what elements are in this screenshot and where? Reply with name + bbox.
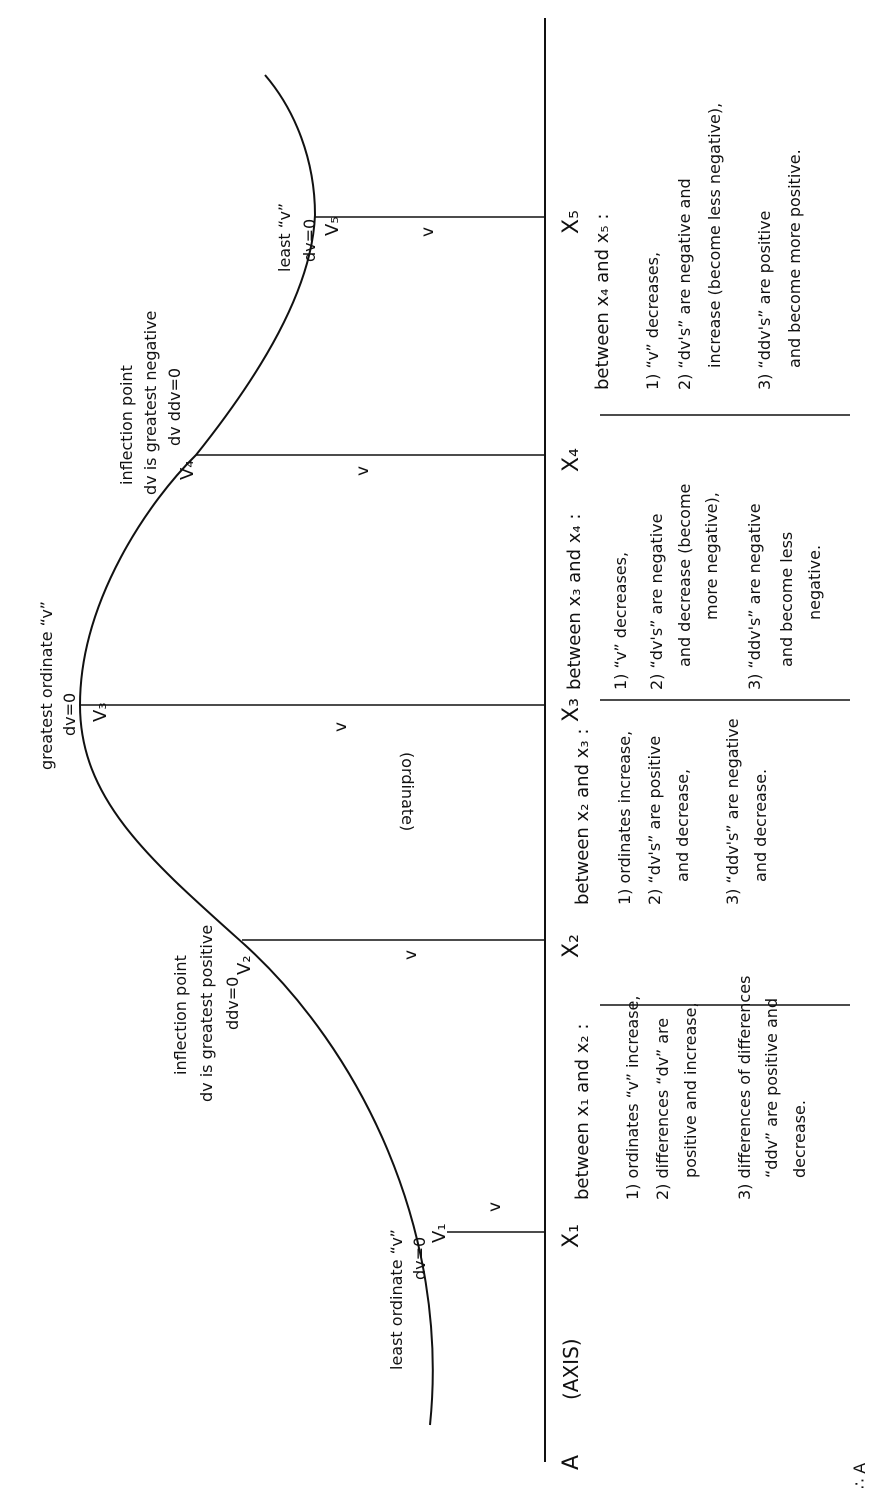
section-2-line-4: 3) “ddv's” are negative: [723, 718, 742, 905]
section-2-line-2: 2) “dv's” are positive: [645, 736, 664, 905]
v-point-5: V₅: [322, 216, 343, 236]
note-3-line-2: dv=0: [60, 693, 79, 736]
v-point-4: V₄: [177, 460, 198, 480]
note-2-line-2: dv is greatest positive: [197, 925, 216, 1102]
v-point-1: V₁: [429, 1223, 450, 1243]
section-x3-x4: between x₃ and x₄ : 1) “v” decreases, 2)…: [564, 484, 824, 690]
section-1-line-6: decrease.: [790, 1100, 809, 1178]
section-2-line-1: 1) ordinates increase,: [615, 731, 634, 905]
section-3-line-6: and become less: [777, 532, 796, 667]
note-inflection-negative: inflection point dv is greatest negative…: [117, 311, 184, 495]
footer-mark: ∴ A: [850, 1463, 869, 1489]
ordinate-note: (ordinate): [398, 752, 417, 831]
section-2-line-3: and decrease,: [673, 769, 692, 882]
section-3-heading: between x₃ and x₄ :: [564, 514, 585, 690]
section-1-heading: between x₁ and x₂ :: [572, 1024, 593, 1200]
ordinates: [80, 216, 545, 1233]
section-2-heading: between x₂ and x₃ :: [572, 729, 593, 905]
curve: [78, 74, 434, 1426]
section-1-line-1: 1) ordinates “v” increase,: [623, 996, 642, 1200]
note-least-ordinate: least ordinate “v” dv=0: [387, 1229, 429, 1370]
ordinate-v-3: v: [331, 722, 351, 732]
section-x2-x3: between x₂ and x₃ : 1) ordinates increas…: [572, 718, 770, 905]
x-label-5: X₅: [559, 210, 584, 234]
section-x1-x2: between x₁ and x₂ : 1) ordinates “v” inc…: [572, 976, 809, 1200]
note-5-line-1: least “v”: [275, 203, 294, 272]
section-4-line-2: 2) “dv's” are negative and: [675, 178, 694, 390]
section-1-line-4: 3) differences of differences: [735, 976, 754, 1200]
x-label-4: X₄: [559, 448, 584, 472]
section-3-line-3: and decrease (become: [675, 484, 694, 667]
section-3-line-1: 1) “v” decreases,: [611, 552, 630, 690]
ordinate-v-2: v: [401, 950, 421, 960]
section-4-line-5: and become more positive.: [785, 149, 804, 368]
note-1-line-2: dv=0: [410, 1237, 429, 1280]
note-2-line-1: inflection point: [171, 955, 190, 1075]
note-5-line-2: dv=0: [300, 219, 319, 262]
section-3-line-2: 2) “dv's” are negative: [647, 514, 666, 690]
section-2-line-5: and decrease.: [751, 769, 770, 882]
v-point-3: V₃: [90, 702, 111, 722]
section-dividers: [600, 414, 850, 1006]
ordinate-v-4: v: [353, 466, 373, 476]
ordinate-v-1: v: [485, 1202, 505, 1212]
axis-label-a: A: [559, 1455, 584, 1470]
axis-label-axis: (AXIS): [559, 1338, 583, 1400]
note-inflection-positive: inflection point dv is greatest positive…: [171, 925, 242, 1102]
x-label-1: X₁: [559, 1224, 584, 1248]
note-3-line-1: greatest ordinate “v”: [37, 601, 56, 770]
section-1-line-2: 2) differences “dv” are: [653, 1018, 672, 1200]
note-4-line-1: inflection point: [117, 365, 136, 485]
note-4-line-3: dv ddv=0: [165, 368, 184, 446]
x-label-3: X₃: [559, 698, 584, 722]
section-1-line-5: “ddv” are positive and: [762, 998, 781, 1178]
x-label-2: X₂: [559, 934, 584, 958]
section-4-line-1: 1) “v” decreases,: [643, 252, 662, 390]
section-3-line-7: negative.: [805, 545, 824, 620]
section-3-line-4: more negative),: [702, 492, 721, 620]
section-4-heading: between x₄ and x₅ :: [592, 214, 613, 390]
section-4-line-4: 3) “ddv's” are positive: [755, 211, 774, 390]
ordinate-v-5: v: [418, 227, 438, 237]
note-4-line-2: dv is greatest negative: [141, 311, 160, 495]
note-greatest-ordinate: greatest ordinate “v” dv=0: [37, 601, 79, 770]
note-2-line-3: ddv=0: [223, 977, 242, 1030]
section-3-line-5: 3) “ddv's” are negative: [745, 503, 764, 690]
section-1-line-3: positive and increase,: [681, 1002, 700, 1178]
note-least-v: least “v” dv=0: [275, 203, 319, 272]
section-4-line-3: increase (become less negative),: [705, 103, 724, 368]
section-x4-x5: between x₄ and x₅ : 1) “v” decreases, 2)…: [592, 103, 804, 390]
v-point-2: V₂: [234, 955, 255, 975]
note-1-line-1: least ordinate “v”: [387, 1229, 406, 1370]
